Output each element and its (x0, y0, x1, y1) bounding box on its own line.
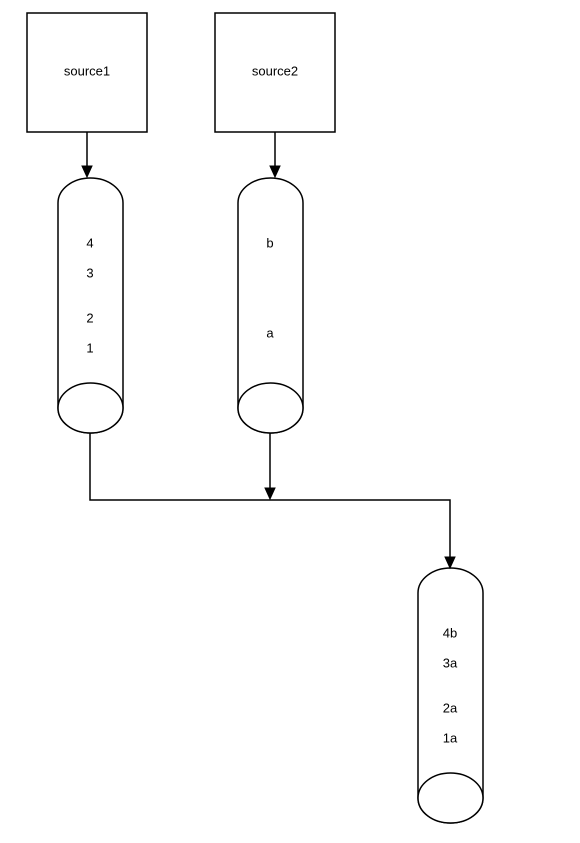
arrowhead-icon (264, 487, 276, 501)
queue2-cylinder[interactable]: b a (237, 177, 304, 434)
source1-label: source1 (64, 63, 110, 78)
edge-queue1-to-merged-queue (89, 433, 456, 570)
queue1-item: 2 (86, 310, 93, 325)
queue1-cylinder[interactable]: 4 3 2 1 (57, 177, 124, 434)
queue2-item: b (266, 235, 273, 250)
arrowhead-icon (81, 165, 93, 179)
queue2-item: a (266, 325, 274, 340)
merged-queue-cylinder[interactable]: 4b 3a 2a 1a (417, 567, 484, 824)
arrowhead-icon (269, 165, 281, 179)
queue1-item: 3 (86, 265, 93, 280)
source2-box[interactable]: source2 (214, 12, 336, 133)
source1-box[interactable]: source1 (26, 12, 148, 133)
merged-queue-item: 1a (443, 730, 458, 745)
source2-label: source2 (252, 63, 298, 78)
merged-queue-item: 2a (443, 700, 458, 715)
edge-source1-to-queue1 (81, 132, 93, 179)
arrowhead-icon (444, 556, 456, 570)
merged-queue-item: 3a (443, 655, 458, 670)
edge-source2-to-queue2 (269, 132, 281, 179)
queue1-item: 1 (86, 340, 93, 355)
edge-queue2-to-junction (264, 433, 276, 501)
merged-queue-item: 4b (443, 625, 457, 640)
queue1-item: 4 (86, 235, 93, 250)
